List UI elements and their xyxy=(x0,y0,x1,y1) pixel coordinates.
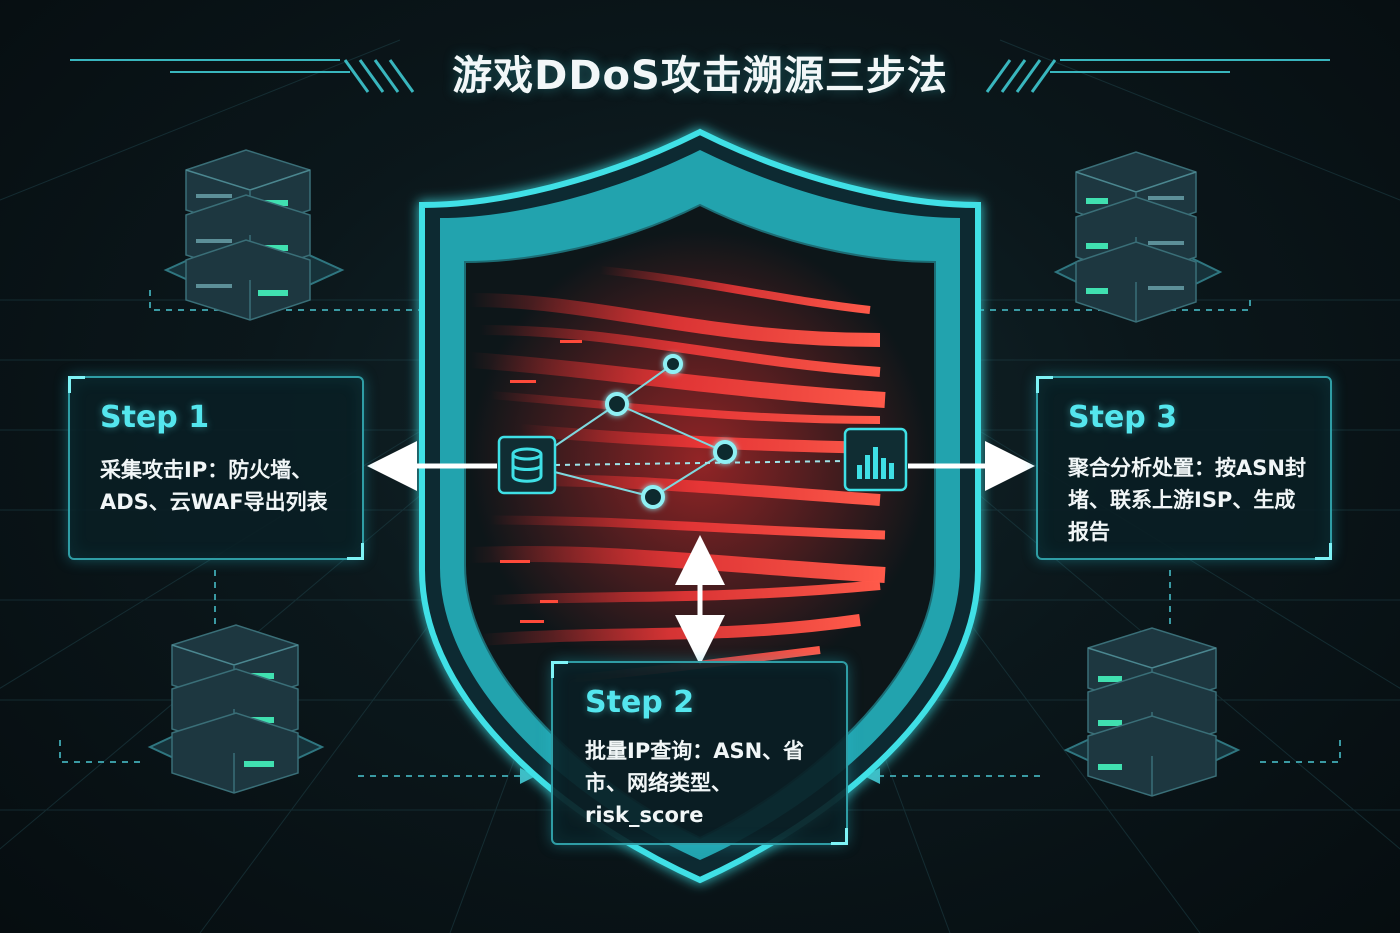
title-decoration-left xyxy=(70,59,415,93)
step-2-description: 批量IP查询：ASN、省市、网络类型、risk_score xyxy=(585,739,805,827)
flow-arrows xyxy=(367,441,1035,665)
server-rack-icon-bottom-right xyxy=(1063,627,1241,797)
server-rack-icon-top-left xyxy=(163,149,345,321)
server-rack-icon-top-right xyxy=(1053,151,1223,323)
page-title: 游戏DDoS攻击溯源三步法 xyxy=(452,53,948,99)
title-decoration-right xyxy=(985,59,1330,93)
network-nodes xyxy=(605,354,737,509)
dashed-connectors xyxy=(59,290,1341,784)
card-corner xyxy=(551,661,568,678)
step-1-card: Step 1 采集攻击IP：防火墙、ADS、云WAF导出列表 xyxy=(68,376,364,560)
card-corner xyxy=(68,376,85,393)
card-corner xyxy=(1036,376,1053,393)
step-3-label: Step 3 xyxy=(1068,400,1178,435)
database-icon xyxy=(497,435,557,495)
step-3-description: 聚合分析处置：按ASN封堵、联系上游ISP、生成报告 xyxy=(1068,456,1306,544)
step-1-label: Step 1 xyxy=(100,400,210,435)
graph-node xyxy=(713,440,737,464)
step-3-card: Step 3 聚合分析处置：按ASN封堵、联系上游ISP、生成报告 xyxy=(1036,376,1332,560)
graph-node xyxy=(641,485,665,509)
step-1-description: 采集攻击IP：防火墙、ADS、云WAF导出列表 xyxy=(100,458,328,514)
step-2-card: Step 2 批量IP查询：ASN、省市、网络类型、risk_score xyxy=(551,661,848,845)
graph-node xyxy=(605,392,629,416)
server-rack-icon-bottom-left xyxy=(147,624,325,794)
card-corner xyxy=(1315,543,1332,560)
graph-node xyxy=(663,354,683,374)
attack-traffic-streaks xyxy=(469,230,930,690)
card-corner xyxy=(347,543,364,560)
bar-chart-icon xyxy=(843,427,908,492)
card-corner xyxy=(831,828,848,845)
step-2-label: Step 2 xyxy=(585,685,695,720)
